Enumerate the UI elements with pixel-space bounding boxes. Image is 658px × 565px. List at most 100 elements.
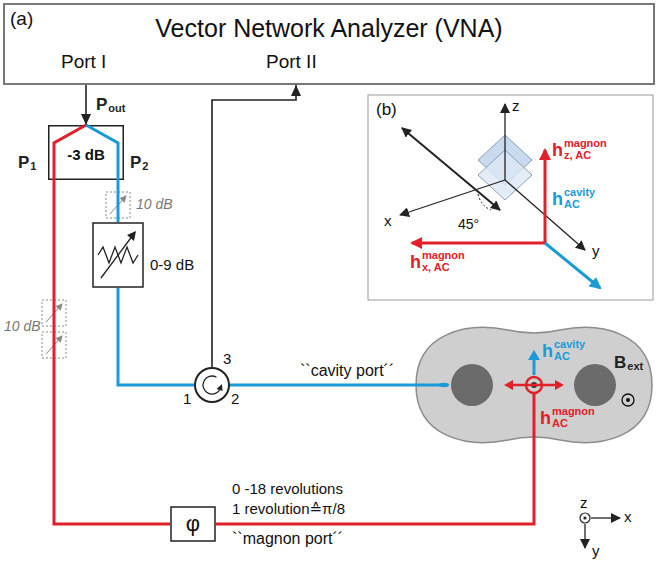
subscript: 2: [142, 161, 148, 173]
drawing-part: [504, 380, 513, 390]
node-text: 0-9 dB: [150, 256, 194, 273]
symbol-text: P: [18, 154, 29, 171]
drawing-part: [591, 517, 620, 518]
superscript: magnon: [422, 250, 465, 262]
connector: [81, 85, 91, 125]
connector-line: [229, 384, 412, 387]
subscript: AC: [552, 418, 595, 430]
arrow-head: [81, 114, 91, 125]
subscript: ext: [627, 361, 643, 373]
symbol-text: P: [96, 96, 107, 113]
cavity: ``cavity port´´: [412, 318, 656, 452]
circulator: 123: [181, 354, 243, 416]
symbol-text: B: [614, 354, 626, 371]
node-text: 1: [183, 390, 191, 407]
drawing-part: [555, 380, 564, 390]
drawing-part: [412, 384, 442, 387]
node-text: 2: [231, 390, 239, 407]
subscript: x, AC: [422, 262, 465, 274]
symbol-text: h: [542, 342, 553, 360]
index-stack: out: [108, 94, 125, 115]
drawing-part: [580, 513, 590, 523]
arrow-head: [291, 85, 301, 96]
drawing-part: [504, 104, 505, 180]
connector: [54, 180, 170, 524]
axis-label: y: [592, 542, 600, 559]
cavity-outline: [412, 318, 656, 452]
drawing-part: [49, 126, 124, 180]
drawing-part: [574, 364, 616, 406]
drawing-part: [101, 235, 133, 278]
drawing-part: [451, 364, 493, 406]
field-label: hmagnonz, AC: [552, 138, 607, 161]
index-stack: cavityAC: [554, 339, 585, 362]
subscript: out: [108, 103, 125, 115]
connector-line: [54, 180, 170, 524]
drawing-part: [439, 383, 449, 387]
drawing-part: [412, 242, 545, 245]
connector-line: [216, 452, 534, 524]
subscript: 1: [30, 161, 36, 173]
subscript: AC: [564, 199, 595, 211]
analyzer-box: Vector Network Analyzer (VNA) Port I Port …: [3, 3, 655, 85]
connector: [212, 85, 301, 368]
symbol-text: h: [410, 253, 421, 271]
index-stack: 2: [142, 152, 148, 173]
connector: [216, 452, 534, 524]
node-text: ``cavity port´´: [300, 362, 394, 380]
field-label: hcavityAC: [552, 187, 595, 210]
connector-line: [212, 85, 296, 368]
field-label: P1: [18, 152, 36, 173]
connector: [229, 385, 412, 386]
index-stack: magnonz, AC: [564, 138, 607, 161]
field-label: P2: [130, 152, 148, 173]
node-text: 3: [223, 350, 231, 367]
field-label: hmagnonx, AC: [410, 250, 465, 273]
node-text: -3 dB: [67, 146, 105, 163]
axis-label: x: [624, 508, 632, 525]
drawing-part: [368, 95, 653, 300]
connector: [118, 180, 119, 222]
node-text: Port I: [61, 51, 106, 73]
drawing-part: [626, 398, 630, 402]
drawing-part: [400, 180, 505, 215]
drawing-part: [478, 194, 491, 210]
connector-line: [117, 180, 120, 222]
drawing-part: [195, 368, 229, 402]
drawing-part: [217, 384, 223, 391]
index-stack: magnonx, AC: [422, 250, 465, 273]
angle-label: 45°: [458, 216, 479, 232]
phase-note: 0 -18 revolutions: [232, 480, 343, 497]
axis-label: z: [512, 97, 520, 114]
superscript: cavity: [554, 339, 585, 351]
axes-symbol: [580, 513, 620, 548]
attenuation-note: 10 dB: [136, 196, 173, 212]
drawing-part: [4, 4, 654, 84]
drawing-part: [512, 384, 556, 387]
field-label: hmagnonAC: [540, 406, 595, 429]
node-text: Vector Network Analyzer (VNA): [155, 14, 502, 43]
superscript: cavity: [564, 187, 595, 199]
splitter-box: -3 dB: [48, 125, 124, 180]
node-text: Port II: [266, 51, 317, 73]
drawing-part: [171, 507, 215, 541]
attenuator-box-outline: [92, 222, 144, 288]
field-label: Pout: [96, 94, 125, 115]
inset-panel: [368, 95, 653, 300]
drawing-part: [545, 243, 600, 288]
drawing-part: [544, 150, 547, 243]
symbol-text: h: [552, 141, 563, 159]
drawing-part: [533, 393, 536, 452]
drawing-part: [203, 376, 220, 394]
drawing-part: [93, 223, 143, 287]
drawing-part: [584, 524, 585, 548]
index-stack: cavityAC: [564, 187, 595, 210]
phase-shifter-box: φ: [170, 506, 216, 542]
panel-label: (a): [10, 8, 33, 30]
node-text: φ: [186, 511, 200, 536]
symbol-text: h: [540, 409, 551, 427]
symbol-text: h: [552, 190, 563, 208]
axis-label: z: [580, 494, 588, 511]
panel-label: (b): [376, 100, 397, 120]
